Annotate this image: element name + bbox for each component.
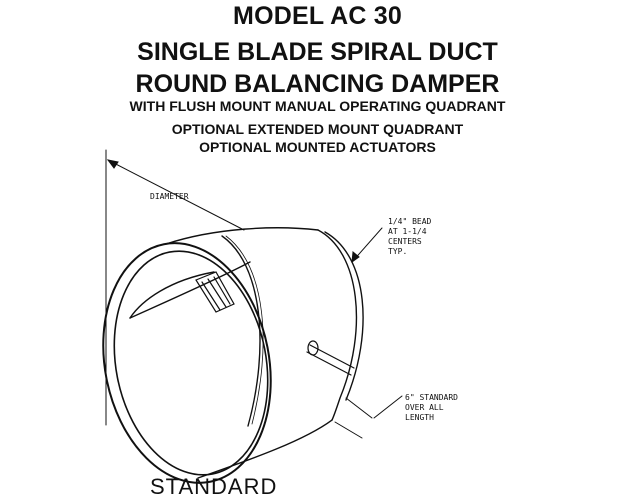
product-title-line-1: SINGLE BLADE SPIRAL DUCT xyxy=(137,38,498,66)
shaft-line-top xyxy=(309,344,355,369)
diameter-label: DIAMETER xyxy=(150,192,189,201)
length-note-line-1: 6" STANDARD xyxy=(405,393,458,402)
option-extended-quadrant: OPTIONAL EXTENDED MOUNT QUADRANT xyxy=(171,121,464,137)
dimension-lines xyxy=(105,149,403,439)
damper-blade xyxy=(129,261,251,319)
bead-line-inner xyxy=(225,235,264,425)
quadrant-ridge-3 xyxy=(213,276,231,305)
rear-edge xyxy=(317,229,358,421)
shaft-end xyxy=(307,340,319,356)
front-opening xyxy=(102,242,272,484)
bead-note-line-4: TYP. xyxy=(388,247,407,256)
quadrant-ridge-2 xyxy=(207,278,227,308)
option-mounted-actuators: OPTIONAL MOUNTED ACTUATORS xyxy=(199,139,436,155)
bead-note-line-1: 1/4" BEAD xyxy=(388,217,432,226)
diameter-leader xyxy=(107,159,245,231)
shaft-extension xyxy=(306,340,355,376)
length-leader xyxy=(373,395,403,419)
body-top-edge xyxy=(165,227,319,245)
quadrant-ridge-1 xyxy=(201,281,221,311)
quadrant-assembly xyxy=(195,271,235,313)
rear-flange xyxy=(324,231,364,401)
model-title: MODEL AC 30 xyxy=(233,2,402,30)
product-title-line-2: ROUND BALANCING DAMPER xyxy=(135,70,500,98)
body-bottom-edge xyxy=(197,419,333,479)
quadrant-body xyxy=(195,271,235,313)
bead-note-line-3: CENTERS xyxy=(388,237,422,246)
blade-curve xyxy=(129,271,215,319)
bead-line xyxy=(221,235,261,427)
length-note-line-2: OVER ALL xyxy=(405,403,444,412)
bead-arrow xyxy=(351,251,360,264)
standard-label: STANDARD xyxy=(150,474,277,499)
diameter-arrow xyxy=(106,159,119,169)
duct-body xyxy=(102,227,364,484)
front-opening-inner xyxy=(113,250,269,476)
length-note-line-3: LENGTH xyxy=(405,413,434,422)
shaft-line-bottom xyxy=(306,351,352,376)
quadrant-subtitle: WITH FLUSH MOUNT MANUAL OPERATING QUADRA… xyxy=(129,98,506,114)
length-dimension-line xyxy=(345,397,373,419)
blade-edge xyxy=(129,261,251,319)
length-extension xyxy=(334,421,363,439)
bead-note-line-2: AT 1-1/4 xyxy=(388,227,427,236)
